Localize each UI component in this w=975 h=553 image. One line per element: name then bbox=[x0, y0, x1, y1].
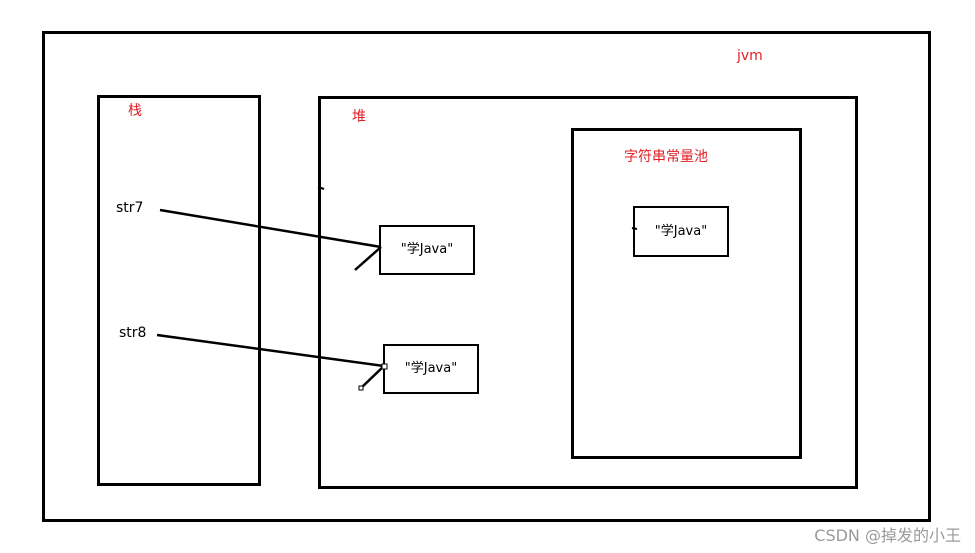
jvm-label: jvm bbox=[737, 48, 763, 64]
heap-label: 堆 bbox=[352, 109, 366, 125]
watermark: CSDN @掉发的小王 bbox=[814, 526, 961, 545]
string-pool-label: 字符串常量池 bbox=[624, 149, 708, 165]
heap-object-2: "学Java" bbox=[383, 344, 479, 394]
string-pool-region bbox=[571, 128, 802, 459]
heap-object-1: "学Java" bbox=[379, 225, 475, 275]
stack-var-str7: str7 bbox=[116, 200, 144, 216]
stack-label: 栈 bbox=[128, 103, 142, 119]
string-pool-object: "学Java" bbox=[633, 206, 729, 257]
stack-region bbox=[97, 95, 261, 486]
stack-var-str8: str8 bbox=[119, 325, 147, 341]
